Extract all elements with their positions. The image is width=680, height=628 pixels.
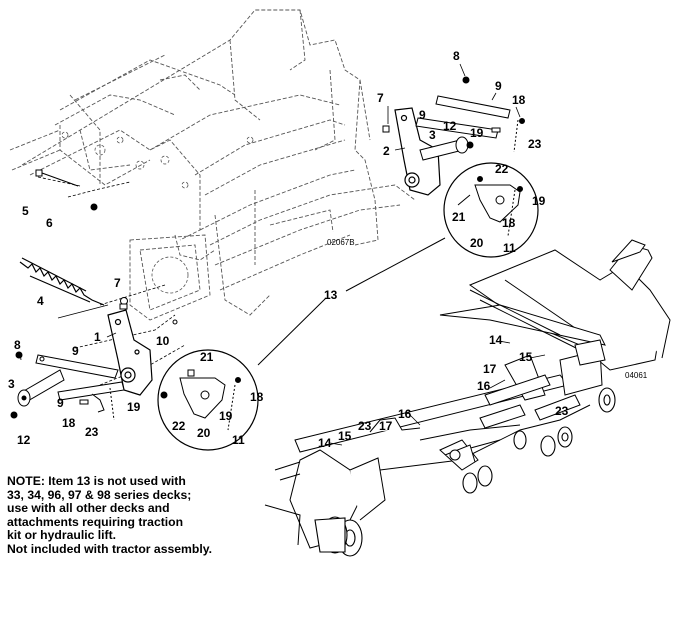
callout-19: 19 <box>127 400 141 414</box>
callout-20: 20 <box>197 426 211 440</box>
deck-pump <box>439 439 479 471</box>
part-link-9-left <box>35 354 125 401</box>
callout-15: 15 <box>519 350 533 364</box>
detail-circle-lower <box>157 349 259 451</box>
part-bolt-7-upper <box>382 125 390 133</box>
callout-23: 23 <box>85 425 99 439</box>
figure-code-upper: 02067B <box>327 238 355 247</box>
part-10-marker <box>172 319 178 325</box>
detail-circle-upper <box>443 162 539 258</box>
part-pin-3-left <box>17 369 65 407</box>
callout-21: 21 <box>200 350 214 364</box>
figure-code-lower: 04061 <box>625 371 648 380</box>
part-lift-arm-1 <box>107 309 153 396</box>
part-clip-19-right <box>491 118 525 153</box>
tractor-frame <box>9 9 416 321</box>
callout-19: 19 <box>470 126 484 140</box>
deck-wheels <box>314 387 616 557</box>
item-13-leaders <box>257 237 446 366</box>
note-line-4: attachments requiring traction <box>7 514 184 529</box>
callout-5: 5 <box>22 204 29 218</box>
note-line-1: NOTE: Item 13 is not used with <box>7 474 186 488</box>
callout-10: 10 <box>156 334 170 348</box>
part-nut-12-right <box>466 141 474 149</box>
callout-18: 18 <box>502 216 516 230</box>
part-clip-19-left <box>79 387 115 421</box>
callout-23: 23 <box>555 404 569 418</box>
callout-leaders <box>19 63 546 446</box>
part-nut-8-right <box>462 76 470 84</box>
callout-22: 22 <box>495 162 509 176</box>
callout-7: 7 <box>377 91 384 105</box>
part-bolt-7-lower <box>119 297 128 310</box>
callout-8: 8 <box>453 49 460 63</box>
callout-11: 11 <box>232 433 245 447</box>
callout-16: 16 <box>477 379 491 393</box>
note-line-5: kit or hydraulic lift. <box>7 528 117 542</box>
callout-21: 21 <box>452 210 466 224</box>
callout-2: 2 <box>383 144 390 158</box>
part-nut-12-left <box>10 411 18 419</box>
note-line-6: Not included with tractor assembly. <box>7 541 212 556</box>
callout-13: 13 <box>324 288 338 302</box>
callout-9: 9 <box>419 108 426 122</box>
callout-22: 22 <box>172 419 186 433</box>
callout-3: 3 <box>429 128 436 142</box>
callout-7: 7 <box>114 276 121 290</box>
callout-3: 3 <box>8 377 15 391</box>
callout-15: 15 <box>338 429 352 443</box>
callout-14: 14 <box>318 436 332 450</box>
callout-4: 4 <box>37 294 44 308</box>
callout-20: 20 <box>470 236 484 250</box>
deck-edge-left <box>264 461 301 546</box>
part-spring-4 <box>19 257 105 306</box>
callout-9: 9 <box>57 396 64 410</box>
callout-12: 12 <box>17 433 31 447</box>
callout-17: 17 <box>483 362 497 376</box>
part-nut-8-left <box>15 351 23 359</box>
callout-11: 11 <box>503 241 516 255</box>
callout-6: 6 <box>46 216 53 230</box>
callout-18: 18 <box>62 416 76 430</box>
callout-18: 18 <box>250 390 264 404</box>
callout-18: 18 <box>512 93 526 107</box>
usage-note: NOTE: Item 13 is not used with 33, 34, 9… <box>7 474 257 556</box>
callout-23: 23 <box>358 419 372 433</box>
callout-16: 16 <box>398 407 412 421</box>
callout-19: 19 <box>219 409 233 423</box>
note-line-2: 33, 34, 96, 97 & 98 series decks; <box>7 487 192 502</box>
part-lift-arm-2 <box>394 107 441 196</box>
callout-1: 1 <box>94 330 101 344</box>
callout-labels: 8 9 18 9 7 12 19 23 3 2 22 19 21 18 20 1… <box>8 49 648 450</box>
callout-12: 12 <box>443 119 457 133</box>
part-link-9-right <box>415 95 511 139</box>
callout-19: 19 <box>532 194 546 208</box>
callout-14: 14 <box>489 333 503 347</box>
callout-17: 17 <box>379 419 393 433</box>
frame-holes <box>61 131 254 294</box>
callout-8: 8 <box>14 338 21 352</box>
part-nut-6 <box>90 203 98 211</box>
part-bolt-5 <box>35 169 79 187</box>
callout-9: 9 <box>495 79 502 93</box>
callout-9: 9 <box>72 344 79 358</box>
callout-23: 23 <box>528 137 542 151</box>
note-line-3: use with all other decks and <box>7 501 170 515</box>
part-pin-3-right <box>419 136 469 161</box>
